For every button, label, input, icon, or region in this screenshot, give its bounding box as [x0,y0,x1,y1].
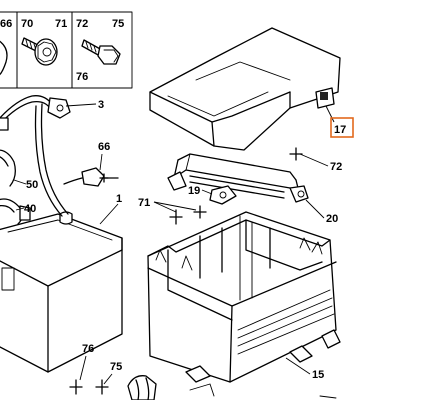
leader-line-75 [103,373,113,385]
left-harness [0,117,31,225]
screw-76-icon [69,379,83,395]
highlight-box [330,117,354,138]
battery-tray [147,211,341,383]
callout-label-71[interactable]: 71 [138,197,150,209]
header-box-label: 66 [0,18,12,30]
clip-ring-icon [0,40,8,76]
header-box-label: 70 [21,18,33,30]
callout-label-17[interactable]: 17 [334,124,346,136]
header-box-label: 76 [76,71,88,83]
washer-bolt-icon [21,37,58,66]
screw-71b-icon [193,205,207,219]
leader-line-15 [285,357,311,375]
header-box-label: 72 [76,18,88,30]
tray-fragment [189,383,215,397]
leader-line-71 [153,201,177,213]
leader-line-40 [15,207,25,211]
callout-label-15[interactable]: 15 [312,369,324,381]
callout-label-75[interactable]: 75 [110,361,122,373]
callout-label-66[interactable]: 66 [98,141,110,153]
leader-line-17 [325,105,335,123]
battery-cover [149,27,341,151]
callout-label-19[interactable]: 19 [188,185,200,197]
screw-markers [69,147,303,395]
leader-line-72 [299,153,329,167]
header-box-label: 75 [112,18,124,30]
callout-label-3[interactable]: 3 [98,99,104,111]
callout-label-40[interactable]: 40 [24,203,36,215]
leader-line-50 [13,179,27,185]
leader-line-19 [201,189,213,195]
tray-fragment [319,395,337,399]
battery [0,211,123,373]
leader-line-1 [99,203,119,225]
callout-labels: 3 66 50 40 1 19 71 72 20 17 15 76 75 [24,99,346,381]
leader-line-76 [79,355,87,381]
leader-line-3 [65,103,97,107]
screw-75-icon [95,379,109,395]
leader-line-71-b [153,201,197,211]
leader-lines [13,103,335,385]
callout-label-50[interactable]: 50 [26,179,38,191]
flange-screw-icon [81,39,121,65]
leader-line-20 [305,199,325,219]
leader-line-66 [99,153,103,171]
battery-cable [0,95,119,217]
header-box-label: 71 [55,18,67,30]
screw-71-icon [169,209,183,225]
header-part-boxes: 66 70 71 72 75 76 [0,11,133,89]
battery-hold-down-bracket [167,153,309,205]
terminal-clamp [127,375,157,400]
callout-label-72[interactable]: 72 [330,161,342,173]
callout-label-20[interactable]: 20 [326,213,338,225]
callout-label-76[interactable]: 76 [82,343,94,355]
callout-label-1[interactable]: 1 [116,193,122,205]
